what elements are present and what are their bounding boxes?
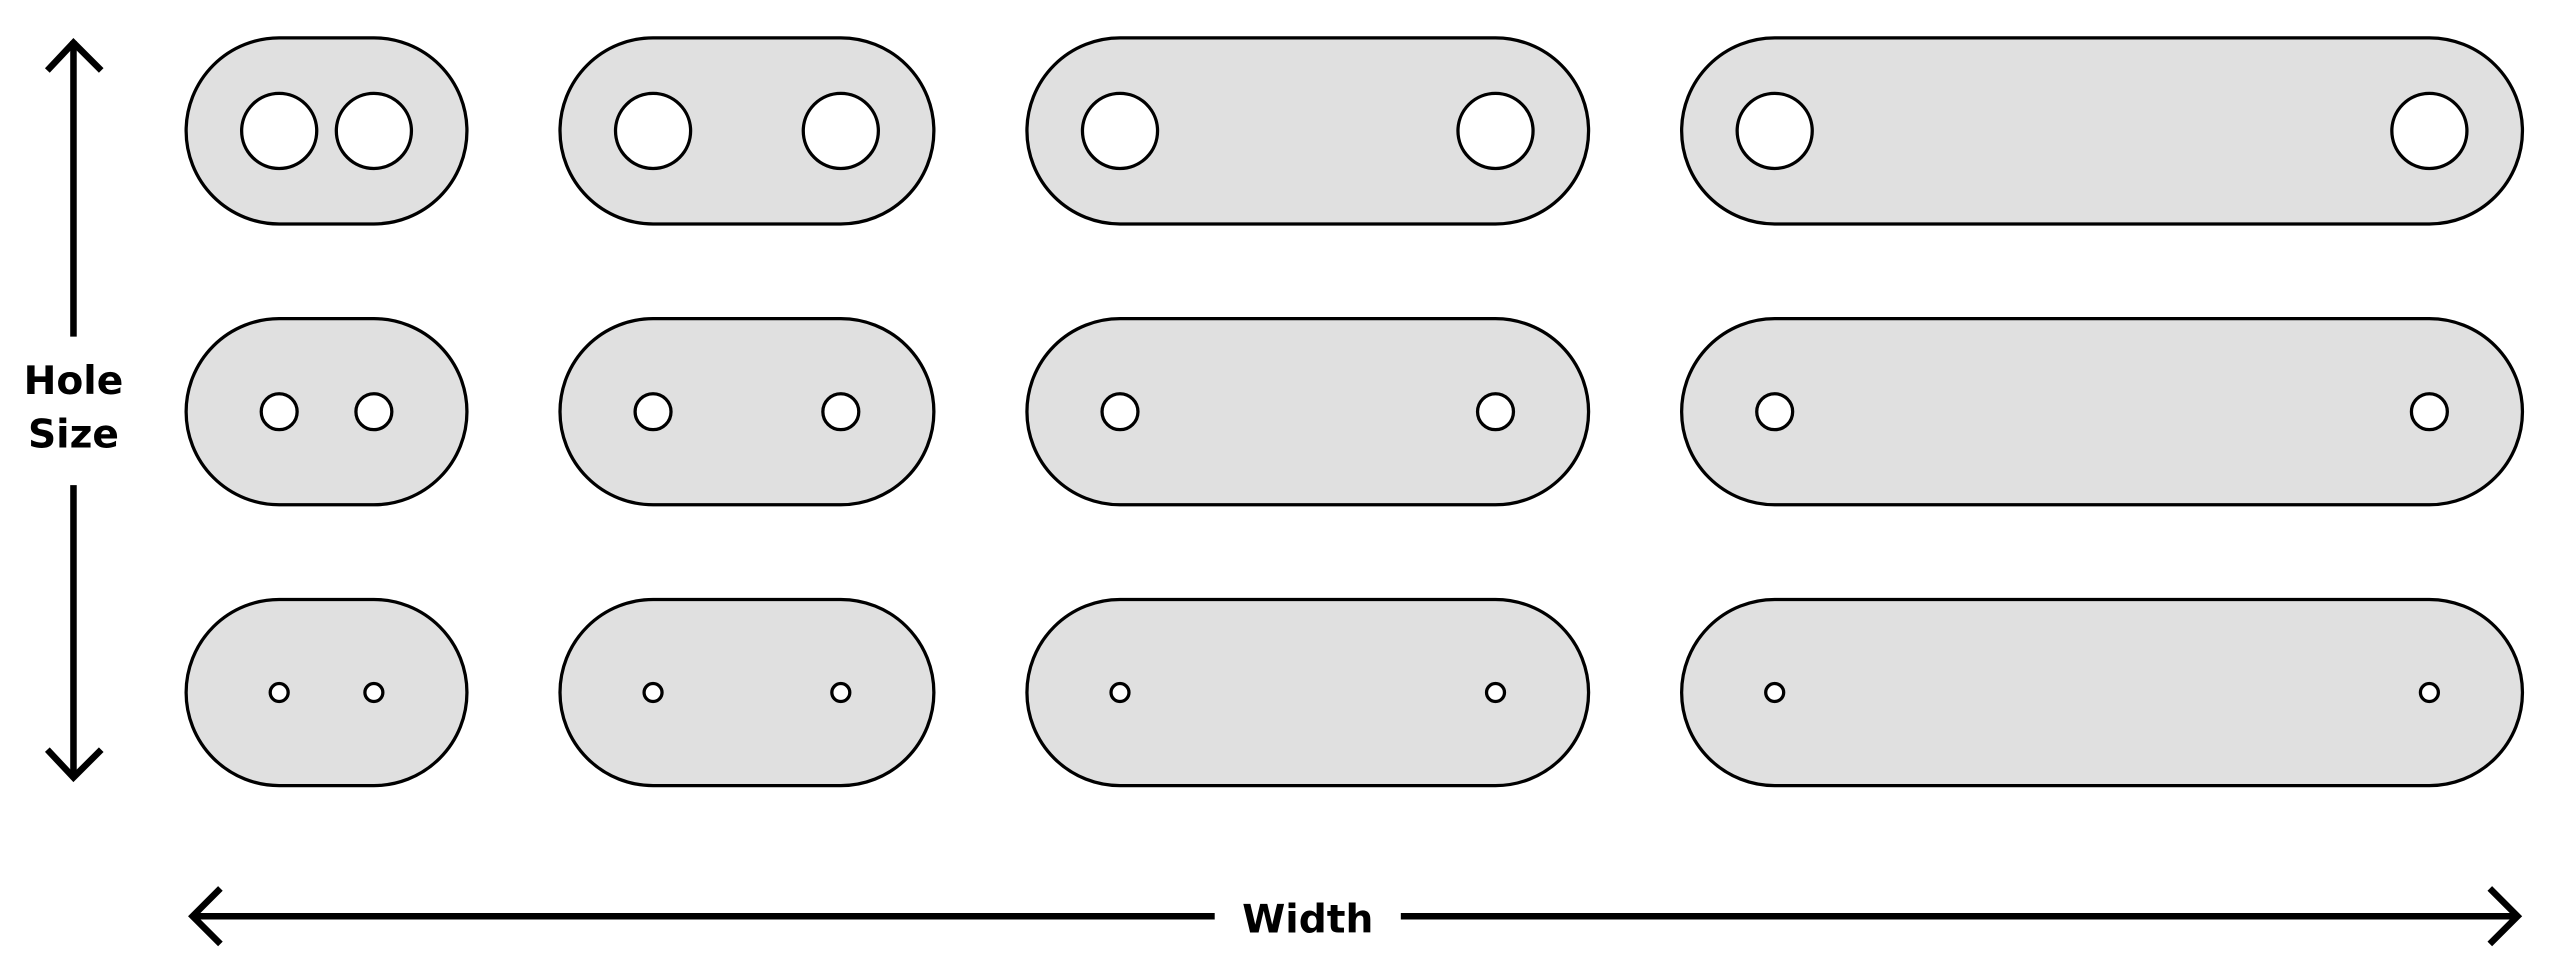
plate — [1680, 597, 2525, 788]
plate — [1025, 36, 1591, 226]
plate-hole — [1735, 91, 1814, 171]
plate-hole — [830, 681, 852, 704]
plate-hole — [1080, 91, 1160, 171]
plate-hole — [2409, 392, 2449, 432]
plate-hole — [633, 392, 673, 432]
plate — [558, 597, 936, 788]
arrow-down-head-icon — [44, 747, 104, 783]
plate — [558, 317, 936, 507]
plate — [184, 597, 469, 788]
plate-body — [184, 36, 469, 226]
arrow-left-head-icon — [188, 886, 223, 947]
vertical-axis-arrow — [44, 38, 104, 783]
plate — [1025, 597, 1591, 788]
plate — [558, 36, 936, 226]
plate — [1025, 317, 1591, 507]
plate-hole — [2418, 681, 2440, 704]
plate-hole — [334, 91, 414, 171]
plate-hole — [240, 91, 319, 171]
hole-size-label-line2: Size — [28, 413, 119, 458]
plate-body — [1025, 317, 1591, 507]
plate-body — [1025, 36, 1591, 226]
plate-hole — [642, 681, 664, 704]
hole-size-label-line1: Hole — [24, 359, 124, 404]
plate-body — [1680, 597, 2525, 788]
plate-hole — [801, 91, 880, 171]
plate — [184, 36, 469, 226]
plate-body — [1680, 36, 2525, 226]
plate-hole — [1755, 392, 1795, 432]
arrow-up-head-icon — [44, 38, 104, 73]
plate-hole — [613, 91, 693, 171]
plate-hole — [821, 392, 861, 432]
plate-hole — [1475, 392, 1516, 432]
plate — [184, 317, 469, 507]
plate-hole — [363, 681, 385, 704]
plate — [1680, 36, 2525, 226]
plate-hole — [354, 392, 394, 432]
plate-hole — [1484, 681, 1507, 704]
plate-body — [1025, 597, 1591, 788]
plate-hole — [259, 392, 299, 432]
arrow-right-head-icon — [2487, 886, 2523, 947]
plate-hole — [1100, 392, 1140, 432]
plate-body — [558, 317, 936, 507]
plate-body — [1680, 317, 2525, 507]
plate — [1680, 317, 2525, 507]
plate-body — [558, 597, 936, 788]
width-label: Width — [1242, 898, 1373, 943]
plate-hole — [1764, 681, 1786, 704]
plate-hole — [2390, 91, 2469, 171]
plate-hole — [1456, 91, 1535, 171]
plate-grid — [184, 36, 2525, 788]
plate-hole — [1109, 681, 1131, 704]
plate-body — [184, 317, 469, 507]
plate-body — [558, 36, 936, 226]
horizontal-axis-arrow — [188, 886, 2523, 947]
plate-hole — [268, 681, 290, 704]
plate-body — [184, 597, 469, 788]
